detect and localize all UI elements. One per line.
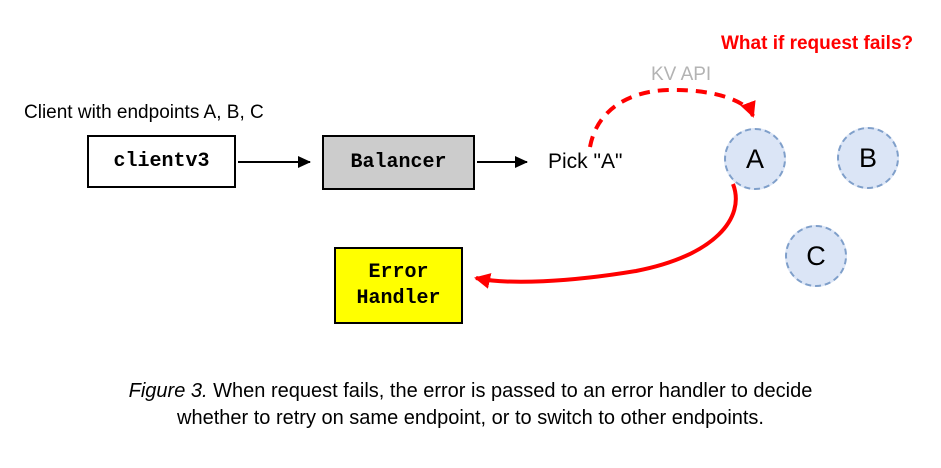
endpoint-circle-c: C [785, 225, 847, 287]
error-return-arrow [474, 183, 738, 289]
figure-caption-label: Figure 3. [128, 380, 208, 402]
kv-api-label: KV API [651, 64, 712, 85]
figure-caption-line1: When request fails, the error is passed … [207, 380, 813, 402]
figure-caption-line2: whether to retry on same endpoint, or to… [177, 407, 764, 429]
endpoint-c-label: C [806, 240, 826, 271]
endpoint-b-label: B [858, 142, 877, 173]
figure-caption: Figure 3. When request fails, the error … [0, 378, 941, 432]
pick-a-label: Pick "A" [548, 150, 623, 173]
clientv3-node-label: clientv3 [113, 150, 210, 173]
endpoint-circle-a: A [724, 128, 786, 190]
error-handler-label-line2: Handler [356, 286, 441, 310]
client-endpoints-label: Client with endpoints A, B, C [24, 102, 264, 123]
endpoint-circle-b: B [837, 127, 899, 189]
error-handler-node: Error Handler [334, 247, 463, 324]
balancer-node-label: Balancer [350, 151, 447, 174]
error-handler-label-line1: Error [368, 260, 429, 284]
balancer-node: Balancer [322, 135, 475, 190]
dashed-kv-request-arrow [588, 87, 756, 148]
endpoint-a-label: A [745, 143, 764, 174]
clientv3-node: clientv3 [87, 135, 236, 188]
question-annotation: What if request fails? [721, 33, 914, 54]
